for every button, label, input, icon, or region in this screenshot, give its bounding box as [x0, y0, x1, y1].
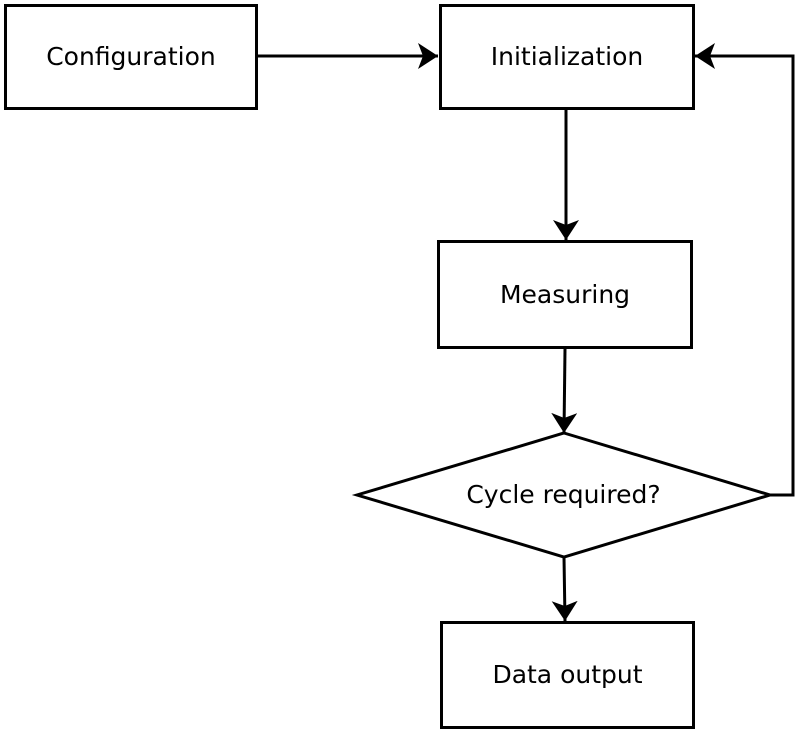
node-configuration-label: Configuration — [46, 42, 216, 71]
node-initialization-label: Initialization — [490, 42, 644, 71]
node-data-output-box — [440, 621, 695, 729]
node-measuring-label: Measuring — [499, 279, 631, 309]
node-cycle-required-label: Cycle required? — [466, 480, 661, 509]
edge-cycle-required-to-initialization-feedback — [695, 43, 795, 497]
node-initialization-box — [439, 4, 695, 110]
node-cycle-required-diamond — [351, 431, 776, 559]
node-measuring-box — [437, 240, 693, 349]
edge-cycle-required-to-data-output — [551, 556, 578, 622]
node-configuration-box — [4, 4, 258, 110]
node-data-output-label: Data output — [492, 660, 643, 689]
edge-measuring-to-cycle-required — [551, 348, 578, 434]
